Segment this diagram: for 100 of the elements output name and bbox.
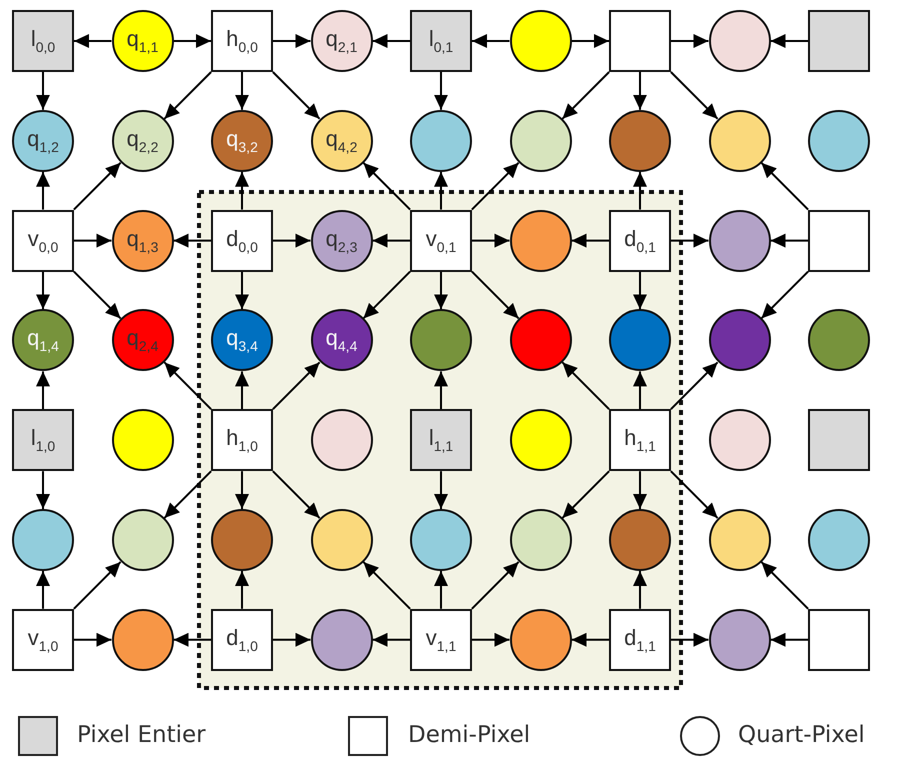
arrow [164, 71, 212, 120]
arrow [760, 162, 809, 210]
arrow [235, 72, 249, 110]
arrow [670, 71, 718, 120]
dashed-region [197, 190, 683, 690]
arrow [36, 371, 50, 410]
arrow [74, 632, 112, 647]
arrow [472, 632, 510, 647]
integer-pixel-square [12, 409, 74, 472]
arrow [472, 34, 510, 48]
half-pixel-square [609, 608, 671, 671]
pixel-label: q$_{1,4}$ [27, 327, 59, 354]
arrow [174, 34, 211, 48]
arrow [235, 471, 249, 509]
arrow [633, 571, 647, 609]
arrow [760, 270, 809, 320]
arrow [73, 162, 122, 210]
arrow [273, 234, 310, 248]
legend-label: Pixel Entier [77, 724, 206, 747]
arrow [633, 72, 647, 110]
arrow [74, 234, 112, 248]
arrow [633, 272, 647, 310]
arrow [471, 162, 520, 210]
pixel-label: l$_{0,1}$ [428, 28, 454, 54]
arrow [562, 362, 610, 410]
quarter-pixel-circle [708, 509, 770, 571]
pixel-label: d$_{1,0}$ [226, 626, 258, 653]
pixel-label: d$_{0,0}$ [226, 228, 258, 254]
arrow [36, 172, 50, 210]
arrow [164, 362, 212, 410]
arrow [562, 71, 610, 120]
arrow [770, 632, 808, 647]
arrow [670, 470, 718, 519]
integer-pixel-square [808, 10, 870, 72]
arrow [36, 72, 50, 110]
arrow [434, 272, 448, 310]
arrow [164, 470, 212, 519]
arrow [434, 72, 448, 110]
pixel-label: v$_{0,0}$ [28, 228, 58, 254]
pixel-label: h$_{0,0}$ [226, 28, 258, 54]
pixel-label: q$_{1,2}$ [27, 128, 59, 154]
pixel-label: d$_{1,1}$ [624, 626, 656, 653]
pixel-label: q$_{1,3}$ [126, 228, 158, 254]
half-pixel-square [609, 409, 671, 472]
half-pixel-square [410, 210, 472, 272]
arrow [372, 632, 410, 647]
pixel-label: d$_{0,1}$ [624, 228, 656, 254]
arrow [471, 270, 520, 320]
arrow [36, 272, 50, 310]
arrow [770, 234, 808, 248]
pixel-label: l$_{1,0}$ [30, 427, 56, 454]
arrow [73, 561, 122, 610]
arrow [74, 34, 112, 48]
arrow [572, 632, 609, 647]
arrow [572, 34, 609, 48]
pixel-label: q$_{4,4}$ [326, 327, 358, 354]
arrow [372, 234, 410, 248]
arrow [362, 270, 411, 320]
arrow [633, 172, 647, 210]
legend-label: Demi-Pixel [408, 724, 530, 747]
arrow [272, 470, 320, 519]
arrow [73, 270, 122, 320]
arrow [434, 371, 448, 410]
arrow [633, 471, 647, 509]
arrow [434, 571, 448, 609]
arrow [770, 34, 808, 48]
arrow [572, 234, 609, 248]
arrow [362, 561, 411, 610]
arrow [174, 632, 211, 647]
arrow [671, 234, 708, 248]
integer-pixel-square [410, 10, 472, 72]
pixel-label: v$_{1,0}$ [28, 626, 58, 653]
half-pixel-square [211, 210, 273, 272]
arrow [434, 172, 448, 210]
arrow [372, 34, 410, 48]
arrow [235, 172, 249, 210]
arrow [272, 362, 320, 410]
arrow [273, 34, 310, 48]
arrow [671, 632, 708, 647]
arrow [670, 362, 718, 410]
arrow [235, 371, 249, 410]
half-pixel-square [12, 210, 74, 272]
half-pixel-square [211, 10, 273, 72]
pixel-label: q$_{2,3}$ [326, 228, 358, 254]
half-pixel-square [609, 210, 671, 272]
pixel-label: h$_{1,0}$ [226, 427, 258, 454]
integer-pixel-square [808, 409, 870, 472]
arrow [272, 71, 320, 120]
half-pixel-square [12, 608, 74, 671]
pixel-label: h$_{1,1}$ [624, 427, 656, 454]
half-pixel-square [808, 608, 870, 671]
legend-label: Quart-Pixel [738, 724, 865, 747]
arrow [562, 470, 610, 519]
half-pixel-square [211, 409, 273, 472]
arrow [36, 571, 50, 609]
pixel-label: q$_{2,4}$ [126, 327, 158, 354]
arrow [174, 234, 211, 248]
pixel-label: q$_{2,1}$ [326, 28, 358, 54]
arrow [36, 471, 50, 509]
arrow [633, 371, 647, 410]
